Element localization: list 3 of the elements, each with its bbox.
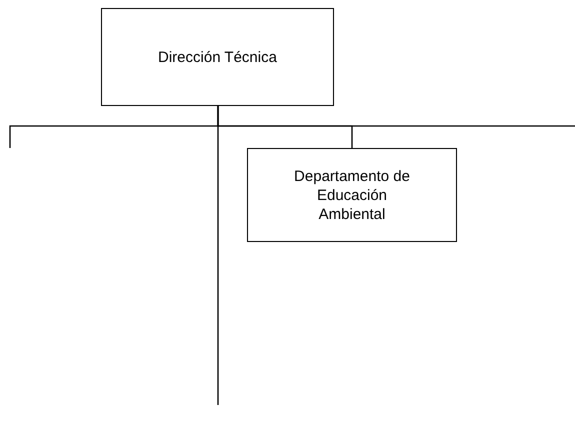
org-box: Dirección Técnica [101,8,334,106]
org-box: Departamento de Educación Ambiental [247,148,457,242]
connector-line [217,106,575,127]
